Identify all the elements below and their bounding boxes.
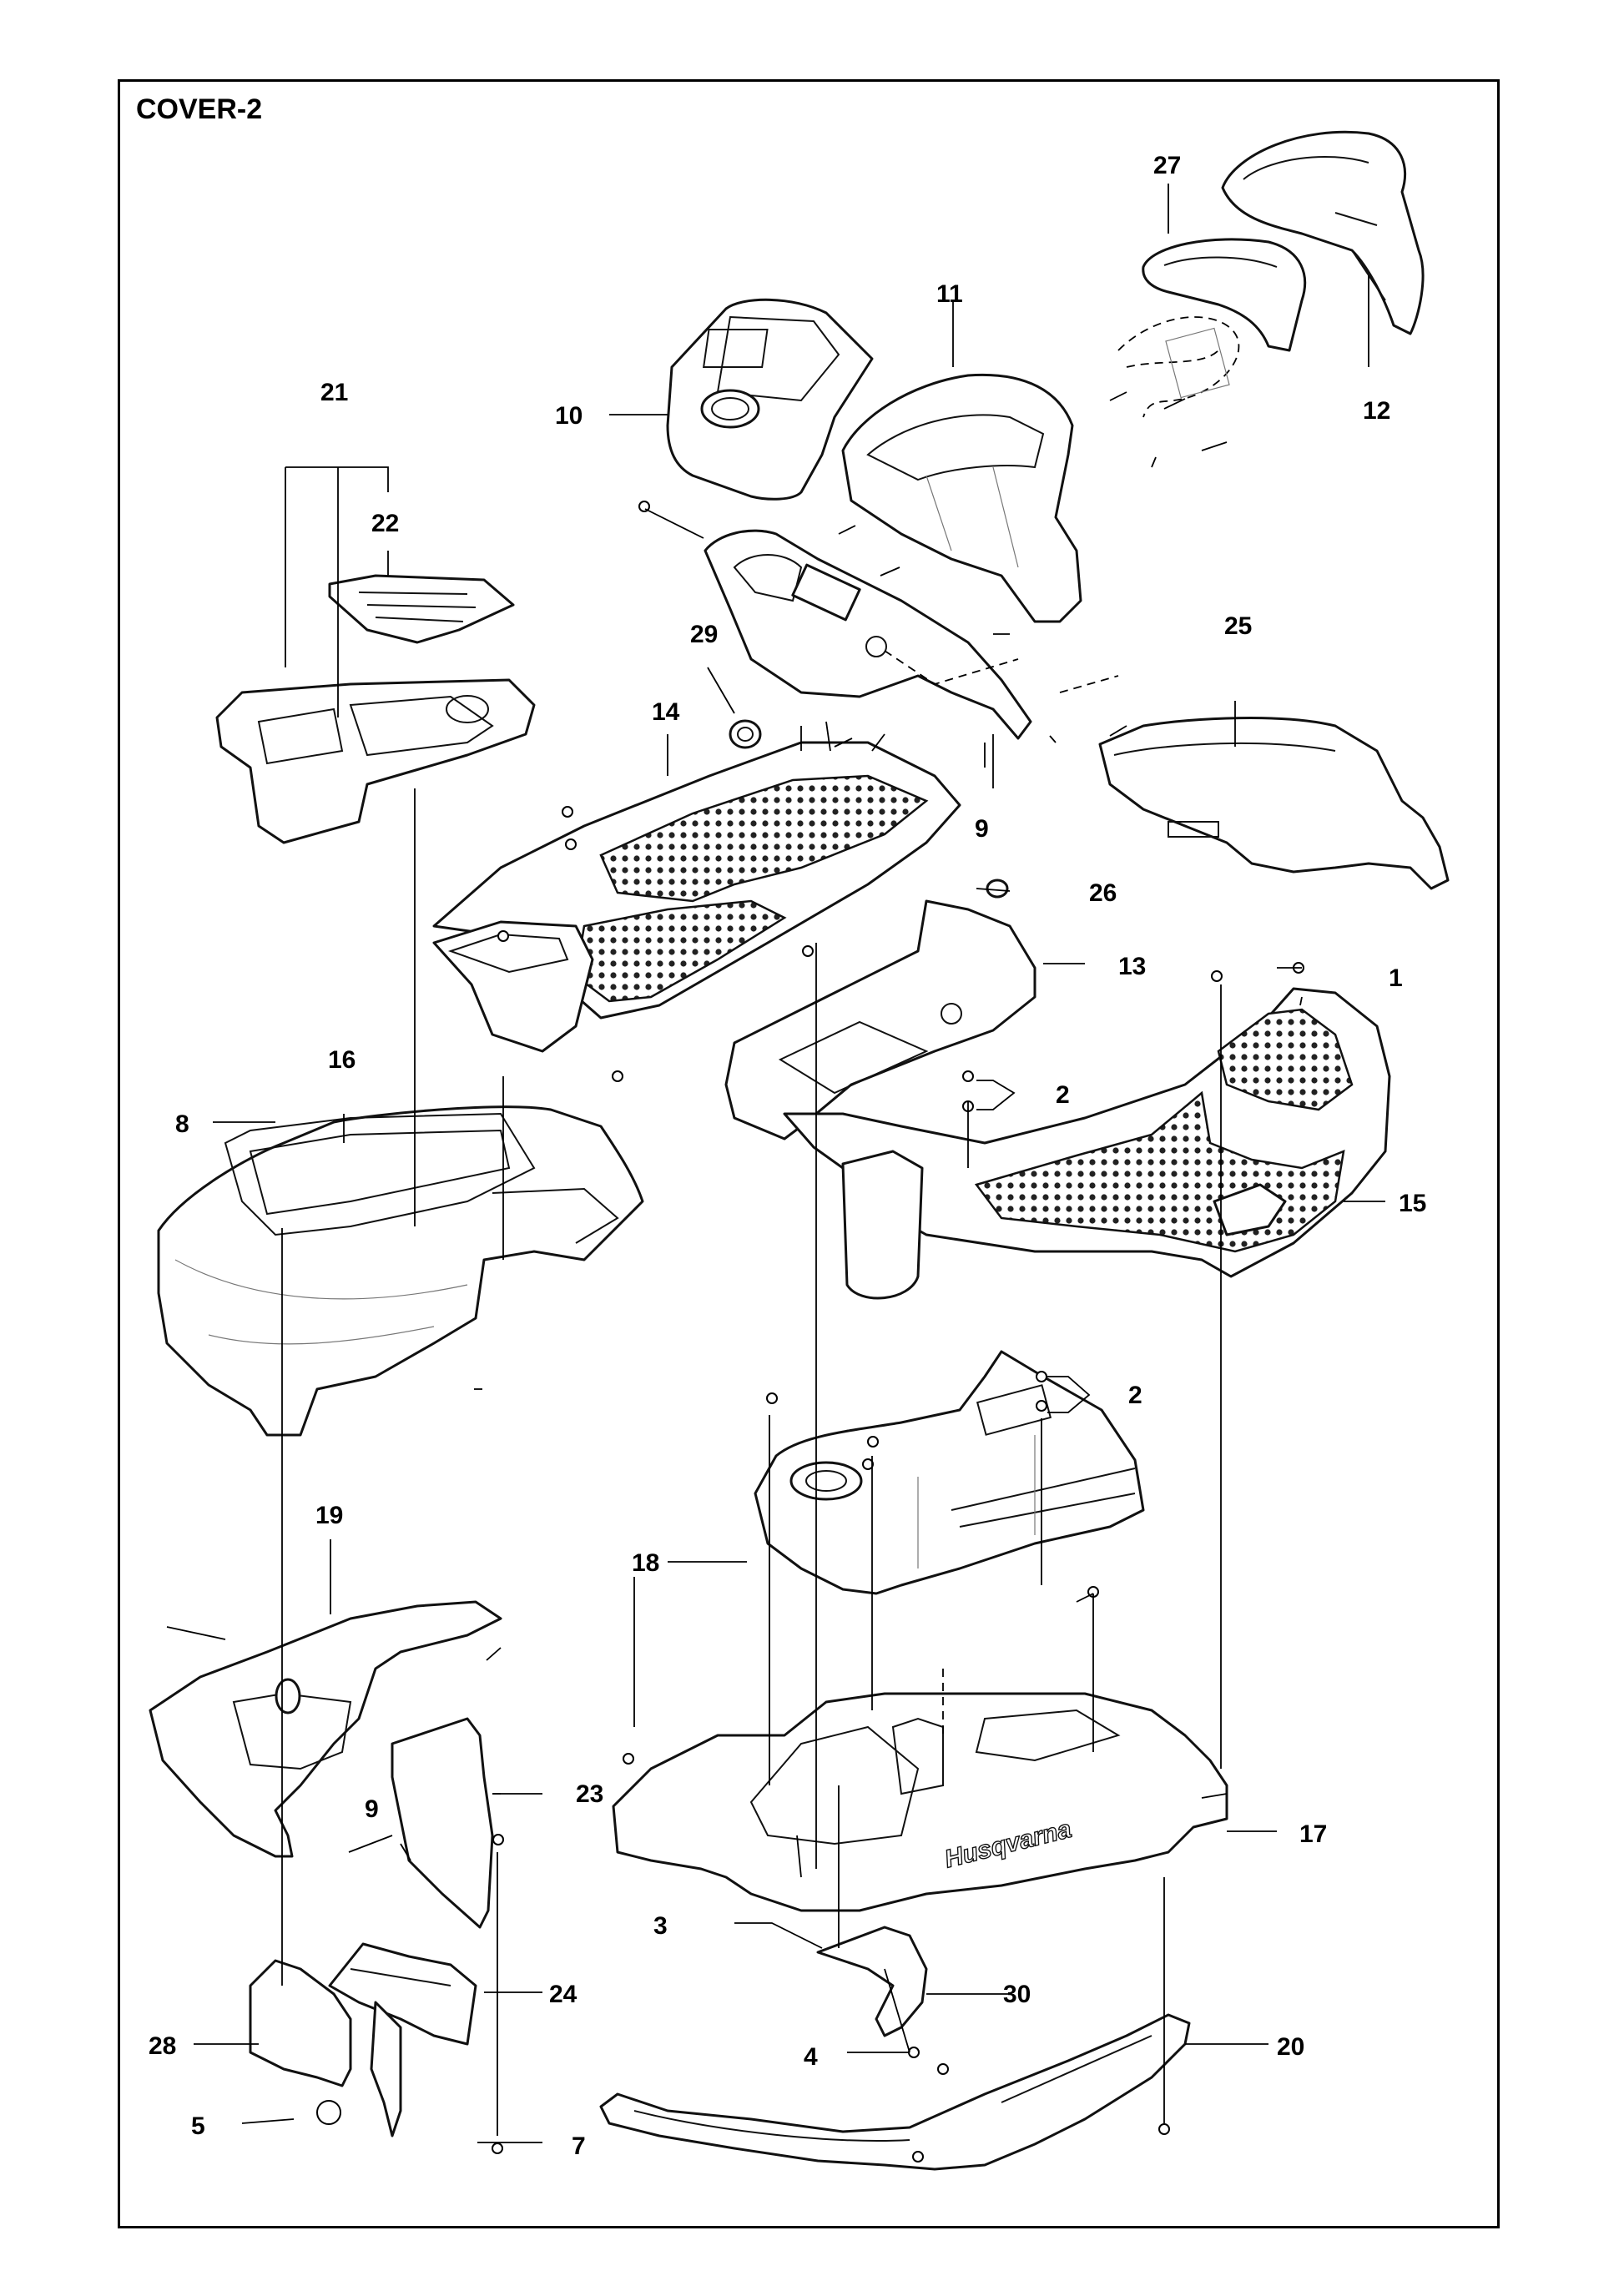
callout-25: 25 xyxy=(1224,612,1252,640)
part-10-dashboard-cover xyxy=(666,298,874,501)
part-12-rear-handle xyxy=(1142,130,1425,352)
callout-1: 1 xyxy=(1389,964,1403,992)
callout-28: 28 xyxy=(149,2032,176,2060)
callout-26: 26 xyxy=(1089,879,1117,907)
part-16-front-fender xyxy=(157,1105,644,1437)
part-22-storage-lid xyxy=(328,574,515,644)
callout-8: 8 xyxy=(175,1110,189,1138)
callout-3: 3 xyxy=(653,1912,668,1940)
part-21-storage-tray xyxy=(215,678,536,844)
part-26-plug xyxy=(986,879,1009,899)
callout-16: 16 xyxy=(328,1046,356,1074)
callout-10: 10 xyxy=(555,402,583,430)
callout-labels: 1 2 2 3 4 5 7 8 9 9 10 11 12 13 14 15 16… xyxy=(149,152,1426,2160)
callout-15: 15 xyxy=(1399,1190,1426,1217)
callout-9-upper: 9 xyxy=(975,815,989,843)
callout-23: 23 xyxy=(576,1780,603,1808)
part-25-rear-cover xyxy=(1098,717,1450,890)
part-15-floor-mat xyxy=(783,987,1391,1300)
callout-13: 13 xyxy=(1118,953,1146,980)
callout-4: 4 xyxy=(804,2043,818,2071)
part-11-console-shell xyxy=(841,373,1082,623)
alignment-lines xyxy=(281,650,1303,2136)
diagram-title: COVER-2 xyxy=(136,93,263,125)
callout-12: 12 xyxy=(1363,397,1390,425)
callout-29: 29 xyxy=(690,621,718,648)
callout-30: 30 xyxy=(1003,1981,1031,2008)
part-9-steering-cover xyxy=(704,529,1032,740)
callout-27: 27 xyxy=(1153,152,1181,179)
part-29-grommet xyxy=(729,719,762,749)
part-23-bracket xyxy=(391,1717,494,1929)
callout-7: 7 xyxy=(572,2132,586,2160)
callout-2-lower: 2 xyxy=(1128,1382,1142,1409)
callout-11: 11 xyxy=(936,280,963,308)
callout-2-upper: 2 xyxy=(1056,1081,1070,1109)
part-28-pedal xyxy=(249,1959,402,2137)
part-18-steering-console xyxy=(754,1350,1145,1595)
callout-18: 18 xyxy=(632,1549,659,1577)
drawing-frame xyxy=(118,79,1500,2228)
callout-17: 17 xyxy=(1299,1820,1327,1848)
callout-9-lower: 9 xyxy=(365,1795,379,1823)
part-14-floor-mat xyxy=(432,741,961,1053)
part-30-bracket xyxy=(816,1926,928,2037)
part-27-wiring-harness xyxy=(1117,316,1240,418)
part-20-bumper-trim xyxy=(599,2013,1191,2171)
part-17-main-body: Husqvarna xyxy=(612,1692,1228,1912)
callout-5: 5 xyxy=(191,2112,205,2140)
callout-21: 21 xyxy=(320,379,348,406)
callout-22: 22 xyxy=(371,510,399,537)
callout-14: 14 xyxy=(652,698,680,726)
callout-19: 19 xyxy=(315,1502,343,1529)
callout-leaders xyxy=(194,184,1385,2143)
callout-20: 20 xyxy=(1277,2033,1304,2061)
fastener-set xyxy=(166,391,1304,2163)
callout-24: 24 xyxy=(549,1981,577,2008)
